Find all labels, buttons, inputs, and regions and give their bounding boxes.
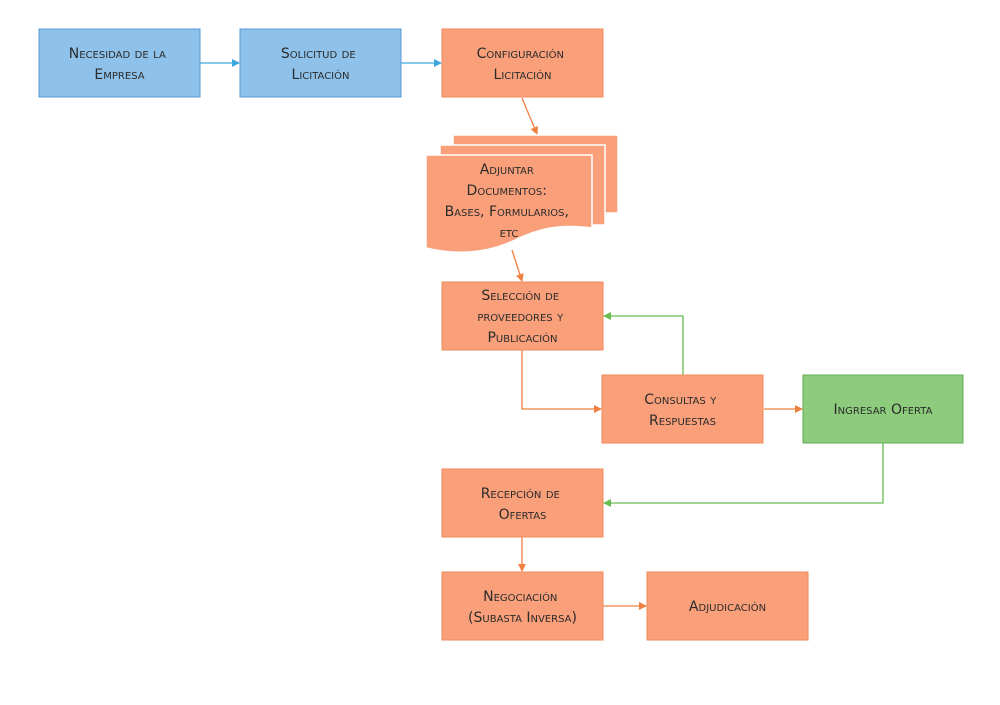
node-adjuntar-line-2: Documentos:: [467, 183, 547, 199]
node-recepcion: Recepción de Ofertas: [441, 468, 604, 538]
svg-text:Adjudicación: Adjudicación: [689, 599, 766, 615]
node-adjuntar: Adjuntar Documentos: Bases, Formularios,…: [425, 134, 619, 253]
node-consultas-line-1: Consultas y: [644, 392, 717, 408]
node-necesidad-line-2: Empresa: [94, 67, 144, 83]
node-solicitud-line-1: Solicitud de: [281, 46, 356, 62]
connector-consultas-seleccion: [603, 312, 684, 375]
connector-ingresar-recepcion: [603, 443, 884, 507]
node-consultas-line-2: Respuestas: [649, 413, 716, 429]
document-front-sheet: [425, 154, 593, 253]
node-seleccion-line-2: proveedores y: [477, 309, 564, 325]
node-necesidad: Necesidad de la Empresa: [38, 28, 201, 98]
node-configuracion: Configuración Licitación: [441, 28, 604, 98]
node-configuracion-line-2: Licitación: [494, 67, 552, 83]
node-negociacion: Negociación (Subasta Inversa): [441, 571, 604, 641]
svg-text:Configuración Licitación: Configuración Licitación: [477, 46, 569, 83]
connector-adjuntar-seleccion: [511, 249, 524, 282]
node-necesidad-line-1: Necesidad de la: [69, 46, 166, 62]
svg-text:Recepción de Ofertas: Recepción de Ofertas: [481, 486, 565, 523]
node-recepcion-line-2: Ofertas: [499, 507, 547, 523]
node-adjudicacion: Adjudicación: [646, 571, 809, 641]
svg-text:Negociación (Subasta Inv: Negociación (Subasta Inversa): [468, 589, 577, 626]
node-consultas: Consultas y Respuestas: [601, 374, 764, 444]
node-negociacion-line-2: (Subasta Inversa): [468, 610, 577, 626]
node-adjudicacion-line-1: Adjudicación: [689, 599, 766, 615]
node-adjuntar-line-1: Adjuntar: [480, 162, 534, 178]
node-adjuntar-line-4: etc: [500, 225, 519, 241]
node-seleccion-line-3: Publicación: [487, 330, 557, 346]
node-configuracion-line-1: Configuración: [477, 46, 564, 62]
node-ingresar: Ingresar Oferta: [802, 374, 964, 444]
svg-text:Solicitud de Licitación: Solicitud de Licitación: [281, 46, 360, 83]
node-seleccion-line-1: Selección de: [481, 288, 559, 304]
node-solicitud: Solicitud de Licitación: [239, 28, 402, 98]
connector-configuracion-adjuntar: [521, 97, 538, 135]
svg-text:Ingresar Oferta: Ingresar Oferta: [834, 402, 933, 418]
svg-text:Consultas y Respuestas: Consultas y Respuestas: [644, 392, 721, 429]
svg-text:Selección de proveedores: Selección de proveedores y Publicación: [477, 288, 567, 346]
node-recepcion-line-1: Recepción de: [481, 486, 560, 502]
node-ingresar-line-1: Ingresar Oferta: [834, 402, 933, 418]
node-adjuntar-line-3: Bases, Formularios,: [445, 204, 569, 220]
svg-text:Necesidad de la Empresa: Necesidad de la Empresa: [69, 46, 170, 83]
node-negociacion-line-1: Negociación: [483, 589, 557, 605]
connector-seleccion-consultas: [521, 350, 602, 413]
node-seleccion: Selección de proveedores y Publicación: [441, 281, 604, 351]
svg-text:Adjuntar Documentos:: Adjuntar Documentos: Bases, Formularios,…: [445, 162, 574, 241]
node-solicitud-line-2: Licitación: [292, 67, 350, 83]
connectors: [200, 59, 884, 610]
